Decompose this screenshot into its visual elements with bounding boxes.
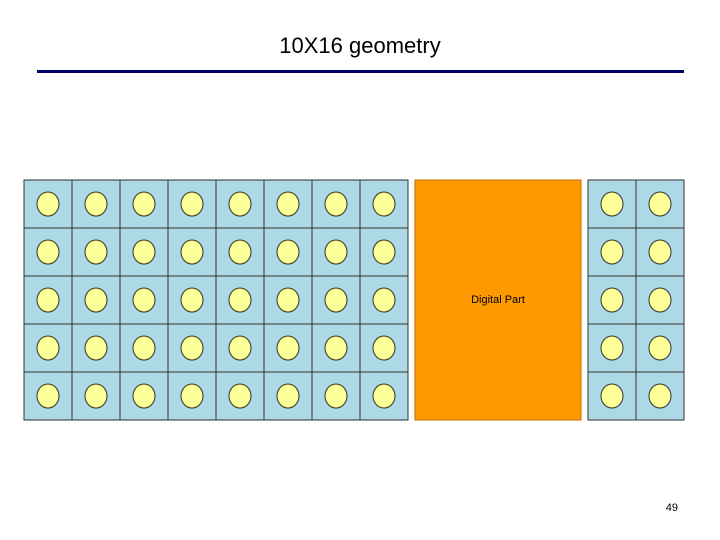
left-pixel-pad bbox=[84, 383, 108, 409]
right-pixel-pad bbox=[648, 335, 672, 361]
left-pixel-pad bbox=[372, 287, 396, 313]
left-pixel-pad bbox=[372, 191, 396, 217]
left-pixel-pad bbox=[228, 335, 252, 361]
left-pixel-pad bbox=[36, 335, 60, 361]
left-pixel-pad bbox=[228, 383, 252, 409]
left-pixel-pad bbox=[228, 191, 252, 217]
left-pixel-pad bbox=[36, 239, 60, 265]
right-pixel-pad bbox=[648, 239, 672, 265]
page-number: 49 bbox=[665, 502, 678, 514]
right-pixel-pad bbox=[648, 287, 672, 313]
digital-part-rect bbox=[414, 179, 582, 421]
left-pixel-pad bbox=[132, 383, 156, 409]
right-pixel-pad bbox=[600, 239, 624, 265]
left-pixel-pad bbox=[132, 191, 156, 217]
left-pixel-pad bbox=[228, 239, 252, 265]
left-pixel-pad bbox=[324, 239, 348, 265]
digital-part-label: Digital Part bbox=[471, 294, 525, 306]
right-pixel-pad bbox=[648, 191, 672, 217]
left-pixel-pad bbox=[84, 191, 108, 217]
left-pixel-pad bbox=[276, 239, 300, 265]
left-pixel-pad bbox=[372, 335, 396, 361]
left-pixel-pad bbox=[180, 287, 204, 313]
left-pixel-pad bbox=[180, 383, 204, 409]
left-pixel-pad bbox=[276, 383, 300, 409]
left-pixel-pad bbox=[324, 287, 348, 313]
left-pixel-pad bbox=[276, 191, 300, 217]
right-pixel-pad bbox=[600, 191, 624, 217]
left-pixel-pad bbox=[132, 239, 156, 265]
left-pixel-pad bbox=[36, 287, 60, 313]
left-pixel-pad bbox=[36, 191, 60, 217]
left-pixel-pad bbox=[228, 287, 252, 313]
left-pixel-pad bbox=[180, 335, 204, 361]
left-pixel-pad bbox=[324, 383, 348, 409]
left-pixel-pad bbox=[84, 239, 108, 265]
digital-part-block: Digital Part bbox=[414, 179, 582, 421]
left-pixel-pad bbox=[324, 191, 348, 217]
right-pixel-pad bbox=[600, 383, 624, 409]
left-pixel-pad bbox=[132, 335, 156, 361]
left-pixel-pad bbox=[180, 239, 204, 265]
left-pixel-pad bbox=[84, 335, 108, 361]
left-pixel-pad bbox=[132, 287, 156, 313]
left-pixel-pad bbox=[372, 239, 396, 265]
right-pixel-pad bbox=[648, 383, 672, 409]
left-pixel-block bbox=[23, 179, 409, 421]
left-pixel-pad bbox=[84, 287, 108, 313]
title-rule bbox=[37, 70, 684, 73]
slide-title: 10X16 geometry bbox=[279, 33, 441, 58]
left-pixel-pad bbox=[36, 383, 60, 409]
left-pixel-pad bbox=[276, 287, 300, 313]
left-pixel-pad bbox=[180, 191, 204, 217]
left-pixel-pad bbox=[372, 383, 396, 409]
left-pixel-pad bbox=[324, 335, 348, 361]
right-pixel-pad bbox=[600, 335, 624, 361]
right-pixel-block bbox=[587, 179, 685, 421]
right-pixel-pad bbox=[600, 287, 624, 313]
left-pixel-pad bbox=[276, 335, 300, 361]
